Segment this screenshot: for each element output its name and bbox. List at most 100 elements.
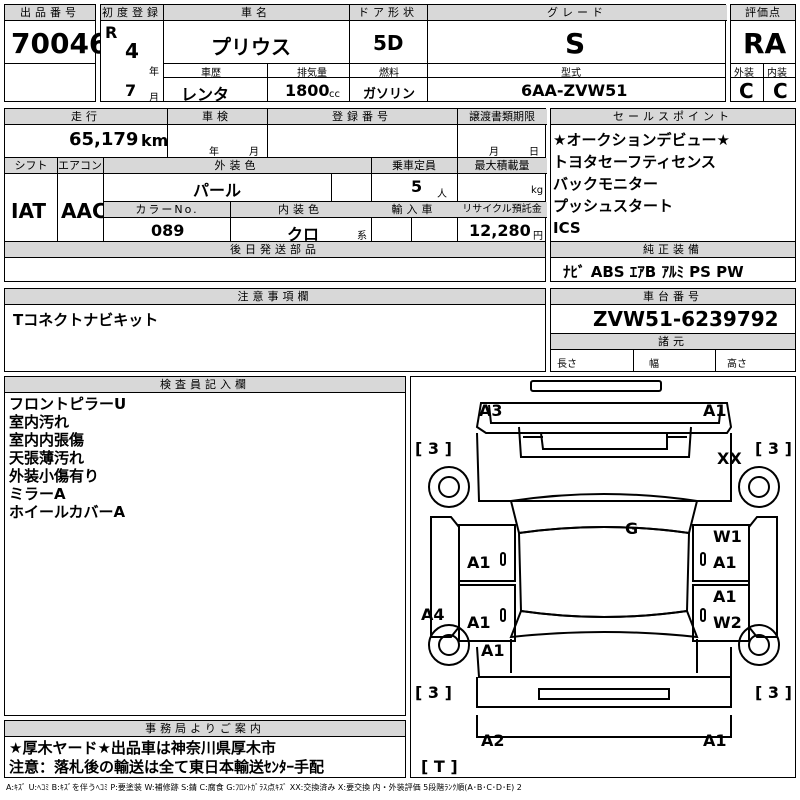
damage-diagram-box: [ 3 ] [ 3 ] [ 3 ] [ 3 ] [ T ] A3 A1 XX G… (410, 376, 796, 778)
height-label: 高さ (727, 359, 747, 370)
damage-left-side: A4 (421, 605, 445, 624)
history-label: 車歴 (201, 68, 221, 79)
later-parts-label: 後日発送部品 (5, 242, 545, 258)
inspector-notes-box: 検査員記入欄 フロントピラーU 室内汚れ 室内内張傷 天張薄汚れ 外装小傷有り … (4, 376, 406, 716)
width-label: 幅 (649, 359, 659, 370)
month-unit: 月 (149, 93, 159, 104)
office-info-line: 注意：落札後の輸送は全て東日本輸送ｾﾝﾀｰ手配 (9, 758, 325, 776)
damage-rear-right: A1 (703, 731, 727, 750)
tire-rating-front-right: [ 3 ] (755, 439, 792, 458)
lot-number-box: 出品番号 70046 (4, 4, 108, 102)
sales-points-box: セールスポイント ★オークションデビュー★ トヨタセーフティセンス バックモニタ… (550, 108, 796, 282)
interior-color-label: 内装色 (230, 202, 371, 218)
rating-box: 評価点 RA 外装 内装 C C (730, 4, 796, 103)
grade-label: グレード (427, 5, 727, 21)
fuel: ガソリン (363, 87, 416, 102)
sales-point: ★オークションデビュー★ (553, 131, 730, 149)
model-code: 6AA-ZVW51 (521, 81, 628, 100)
tire-rating-rear-right: [ 3 ] (755, 683, 792, 702)
transfer-day-unit: 日 (529, 147, 539, 158)
mileage-unit: km (141, 131, 169, 150)
vehicle-detail-box: 走行 車検 登録番号 譲渡書類期限 65,179 km 年 月 月 日 シフト … (4, 108, 547, 282)
model-label: 型式 (561, 68, 581, 79)
inspector-note: フロントピラーU (9, 395, 127, 413)
damage-right-rear-door-a: A1 (713, 587, 737, 606)
car-name-label: 車名 (163, 5, 349, 21)
reg-month: 7 (125, 81, 137, 100)
sales-point: ICS (553, 219, 581, 237)
year-unit: 年 (149, 67, 159, 78)
recycle-fee: 12,280 (469, 221, 531, 240)
int-label: 内装 (767, 68, 787, 79)
shift: IAT (11, 199, 47, 223)
lot-number-label: 出品番号 (5, 5, 95, 21)
era: R (105, 23, 118, 42)
inspection-label: 車検 (167, 109, 267, 125)
damage-windshield: G (625, 519, 639, 538)
int-rating: C (773, 79, 788, 103)
inspector-note: ミラーA (9, 485, 66, 503)
office-info-label: 事務局よりご案内 (5, 721, 405, 737)
inspector-note: 室内汚れ (9, 413, 70, 431)
damage-right-front-door-w: W1 (713, 527, 742, 546)
notes-text: Tコネクトナビキット (13, 311, 159, 329)
sales-point: プッシュスタート (553, 197, 674, 215)
fuel-label: 燃料 (379, 68, 399, 79)
tire-rating-front-left: [ 3 ] (415, 439, 452, 458)
standard-equipment: ﾅﾋﾞ ABS ｴｱB ｱﾙﾐ PS PW (563, 263, 744, 281)
inspector-note: ホイールカバーA (9, 503, 126, 521)
notes-label: 注意事項欄 (5, 289, 545, 305)
lot-number: 70046 (11, 27, 109, 60)
chassis-label: 車台番号 (551, 289, 795, 305)
door-type: 5D (373, 31, 404, 55)
capacity-label: 乗車定員 (371, 158, 457, 174)
standard-equipment-label: 純正装備 (551, 242, 795, 258)
office-info-line: ★厚木ヤード★出品車は神奈川県厚木市 (9, 739, 276, 757)
inspector-note: 室内内張傷 (9, 431, 85, 449)
office-info-box: 事務局よりご案内 ★厚木ヤード★出品車は神奈川県厚木市 注意：落札後の輸送は全て… (4, 720, 406, 778)
sales-point: バックモニター (553, 175, 659, 193)
sales-points-label: セールスポイント (551, 109, 795, 125)
damage-left-rear-fender: A1 (481, 641, 505, 660)
vehicle-header-box: 初度登録 車名 ドア形状 グレード R 4 年 7 月 プリウス 5D S 車歴… (100, 4, 727, 104)
inspector-notes-label: 検査員記入欄 (5, 377, 405, 393)
recycle-label: リサイクル預託金 (457, 202, 547, 218)
inspector-note: 外装小傷有り (9, 467, 100, 485)
transfer-deadline-label: 譲渡書類期限 (457, 109, 547, 125)
max-load-label: 最大積載量 (457, 158, 547, 174)
damage-legend: A:ｷｽﾞ U:ﾍｺﾐ B:ｷｽﾞを伴うﾍｺﾐ P:要塗装 W:補修跡 S:錆 … (6, 783, 522, 792)
import-label: 輸入車 (371, 202, 457, 218)
shift-label: シフト (5, 158, 57, 174)
damage-front-left: A3 (479, 401, 503, 420)
interior-color: クロ (287, 225, 320, 244)
car-name: プリウス (211, 35, 291, 59)
load-unit: kg (531, 185, 544, 196)
displacement: 1800 (285, 81, 330, 100)
ac-label: エアコン (57, 158, 103, 174)
ext-rating: C (739, 79, 754, 103)
spare-tire-mark: [ T ] (421, 757, 458, 776)
rating: RA (743, 27, 787, 60)
sales-point: トヨタセーフティセンス (553, 153, 716, 171)
damage-front-right: A1 (703, 401, 727, 420)
length-label: 長さ (557, 359, 577, 370)
inspector-note: 天張薄汚れ (9, 449, 85, 467)
color-label: 外装色 (103, 158, 371, 174)
damage-right-front-door-a: A1 (713, 553, 737, 572)
tire-rating-rear-left: [ 3 ] (415, 683, 452, 702)
chassis-box: 車台番号 ZVW51-6239792 諸元 長さ 幅 高さ (550, 288, 796, 372)
mileage: 65,179 (69, 129, 139, 150)
ac: AAC (61, 199, 107, 223)
damage-rear-left: A2 (481, 731, 505, 750)
reg-year: 4 (125, 39, 139, 63)
interior-color-unit: 系 (357, 231, 367, 242)
displacement-unit: cc (329, 89, 340, 100)
history: レンタ (181, 85, 230, 104)
notes-box: 注意事項欄 Tコネクトナビキット (4, 288, 546, 372)
rating-label: 評価点 (731, 5, 795, 21)
displacement-label: 排気量 (297, 68, 327, 79)
damage-right-rear-door-w: W2 (713, 613, 742, 632)
color-no-label: カラーNo. (104, 202, 230, 218)
mileage-label: 走行 (5, 109, 167, 125)
capacity-unit: 人 (437, 189, 447, 200)
